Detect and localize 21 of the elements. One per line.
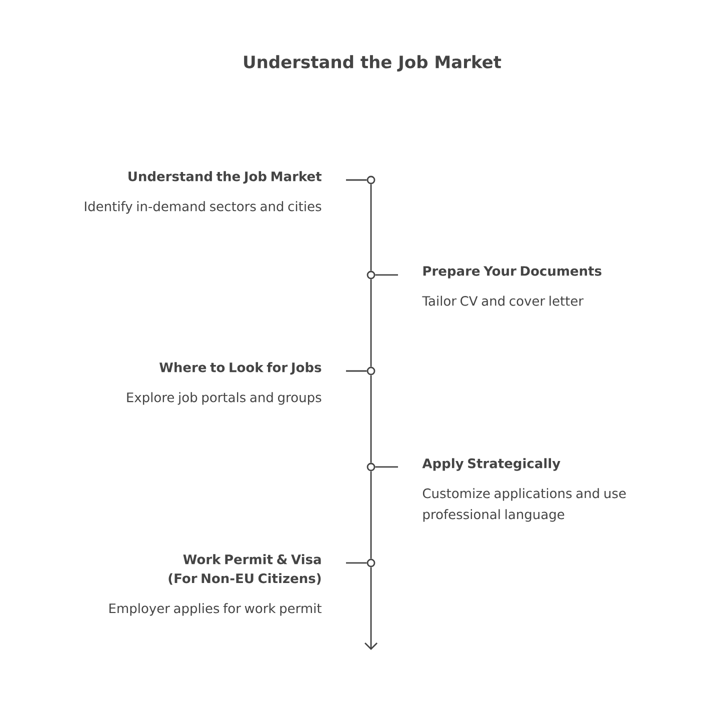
- timeline-line: [370, 375, 372, 463]
- title: Understand the Job Market: [244, 55, 502, 72]
- timeline-dot: [366, 366, 376, 376]
- timeline-line: [370, 279, 372, 367]
- timeline-item: Apply Strategically Customize applications and use professional language: [422, 458, 626, 522]
- timeline-dot: [366, 270, 376, 280]
- timeline-line: [370, 184, 372, 271]
- connector-line: [375, 274, 398, 276]
- connector-line: [346, 562, 367, 564]
- timeline-item: Where to Look for Jobs Explore job portals and groups: [127, 362, 322, 405]
- timeline-item: Prepare Your Documents Tailor CV and cover letter: [422, 266, 602, 306]
- timeline-item: Understand the Job Market Identify in-demand sectors and cities: [84, 171, 322, 214]
- timeline-dot: [366, 176, 376, 184]
- connector-line: [346, 179, 367, 181]
- timeline-dot: [366, 558, 376, 568]
- connector-line: [346, 370, 367, 372]
- connector-line: [375, 466, 398, 468]
- timeline-line: [370, 471, 372, 559]
- timeline-arrow: [364, 567, 378, 650]
- timeline-item: Work Permit & Visa (For Non-EU Citizens) Employer applies for work permit: [109, 554, 322, 616]
- timeline-dot: [366, 462, 376, 472]
